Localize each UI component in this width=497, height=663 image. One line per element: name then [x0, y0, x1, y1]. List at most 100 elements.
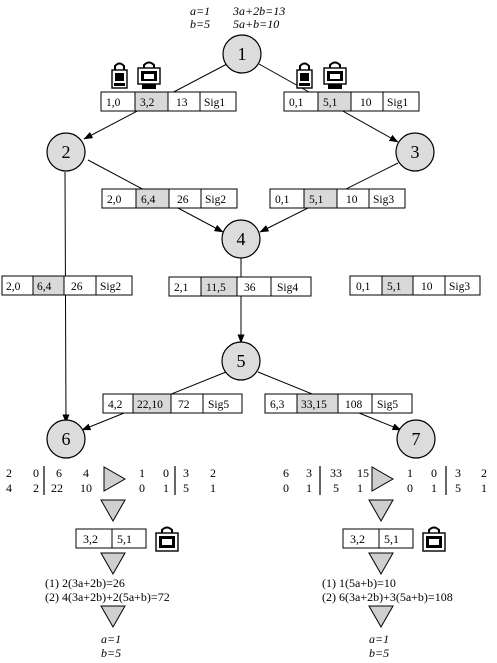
computer-lock-icon — [296, 62, 313, 89]
equation-line: (1) 2(3a+2b)=26 — [45, 576, 125, 590]
matrix-cell: 5 — [333, 481, 339, 495]
box-cell: 33,15 — [301, 399, 327, 411]
box-cell: 6,4 — [141, 194, 156, 206]
box-cell: Sig1 — [387, 97, 408, 109]
down-arrow-icon — [368, 499, 394, 523]
matrix-cell: 1 — [163, 481, 169, 495]
node-7-label: 7 — [412, 429, 421, 449]
box-cell: 4,2 — [108, 399, 123, 411]
matrix-cell: 0 — [139, 481, 145, 495]
node-1-label: 1 — [238, 44, 247, 64]
matrix-cell: 22 — [51, 481, 63, 495]
box-cell: Sig1 — [204, 97, 225, 109]
matrix-cell: 2 — [210, 466, 216, 480]
message-box-5-6: 4,2 22,10 72 Sig5 — [102, 393, 243, 414]
result-cell: 5,1 — [384, 532, 399, 546]
node-4: 4 — [221, 219, 261, 259]
computer-lock-icon — [137, 61, 161, 89]
box-cell: 108 — [345, 399, 363, 411]
box-cell: 36 — [244, 282, 256, 294]
matrix-cell: 2 — [6, 466, 12, 480]
matrix-cell: 33 — [330, 466, 342, 480]
final-a: a=1 — [369, 632, 389, 646]
box-cell: 6,3 — [270, 399, 285, 411]
node-5-label: 5 — [237, 351, 246, 371]
node-2-label: 2 — [62, 142, 71, 162]
box-cell: 2,0 — [107, 194, 122, 206]
message-box-1-2: 1,0 3,2 13 Sig1 — [100, 91, 237, 112]
box-cell: 1,0 — [106, 97, 121, 109]
box-cell: 2,0 — [6, 281, 21, 293]
matrix-cell: 5 — [183, 481, 189, 495]
message-box-5-7: 6,3 33,15 108 Sig5 — [264, 393, 413, 414]
matrix-cell: 3 — [183, 466, 189, 480]
right-matrix: 6 3 33 15 0 1 5 1 1 0 3 2 0 1 5 1 — [283, 466, 487, 495]
matrix-cell: 1 — [407, 466, 413, 480]
down-arrow-icon — [100, 605, 126, 629]
message-box-left: 2,0 6,4 26 Sig2 — [1, 275, 133, 296]
matrix-cell: 6 — [56, 466, 62, 480]
down-arrow-icon — [100, 552, 126, 576]
transform-arrow-icon — [371, 466, 395, 492]
result-cell: 3,2 — [83, 532, 98, 546]
matrix-cell: 3 — [455, 466, 461, 480]
equation-line: (2) 4(3a+2b)+2(5a+b)=72 — [45, 590, 170, 604]
equation-line: (2) 6(3a+2b)+3(5a+b)=108 — [322, 590, 453, 604]
box-cell: 3,2 — [140, 97, 155, 109]
box-cell: Sig2 — [100, 281, 121, 293]
box-cell: 5,1 — [309, 194, 324, 206]
result-cell: 5,1 — [117, 532, 132, 546]
header-b-value: b=5 — [190, 17, 210, 31]
matrix-cell: 6 — [283, 466, 289, 480]
left-solution-flow: 3,2 5,1 (1) 2(3a+2b)=26 (2) 4(3a+2b)+2(5… — [45, 499, 170, 660]
box-cell: 11,5 — [206, 282, 226, 294]
result-cell: 3,2 — [350, 532, 365, 546]
node-3-label: 3 — [411, 142, 420, 162]
matrix-cell: 2 — [33, 481, 39, 495]
node-1: 1 — [222, 34, 262, 74]
matrix-cell: 0 — [407, 481, 413, 495]
box-cell: 5,1 — [387, 281, 402, 293]
matrix-cell: 5 — [455, 481, 461, 495]
matrix-cell: 1 — [481, 481, 487, 495]
matrix-cell: 10 — [80, 481, 92, 495]
box-cell: 0,1 — [275, 194, 290, 206]
node-2: 2 — [46, 132, 86, 172]
box-cell: 26 — [71, 281, 83, 293]
right-solution-flow: 3,2 5,1 (1) 1(5a+b)=10 (2) 6(3a+2b)+3(5a… — [322, 499, 453, 660]
box-cell: 10 — [421, 281, 433, 293]
matrix-cell: 2 — [481, 466, 487, 480]
matrix-cell: 4 — [83, 466, 89, 480]
box-cell: 5,1 — [323, 97, 338, 109]
matrix-cell: 1 — [210, 481, 216, 495]
box-cell: 13 — [176, 97, 188, 109]
box-cell: Sig3 — [373, 194, 394, 206]
box-cell: Sig5 — [208, 399, 229, 411]
equation-line: (1) 1(5a+b)=10 — [322, 576, 396, 590]
matrix-cell: 1 — [306, 481, 312, 495]
computer-lock-icon — [155, 526, 179, 552]
nodes: 1 2 3 4 5 6 7 — [46, 34, 436, 459]
matrix-cell: 1 — [139, 466, 145, 480]
box-cell: 6,4 — [37, 281, 52, 293]
box-cell: Sig4 — [277, 282, 298, 294]
left-matrix: 2 0 6 4 4 2 22 10 1 0 3 2 0 1 5 1 — [6, 466, 216, 495]
computer-lock-icon — [422, 526, 446, 552]
box-cell: 0,1 — [289, 97, 304, 109]
box-cell: 22,10 — [137, 399, 163, 411]
message-box-1-3: 0,1 5,1 10 Sig1 — [283, 91, 420, 112]
matrix-cell: 4 — [6, 481, 12, 495]
message-box-right: 0,1 5,1 10 Sig3 — [349, 275, 481, 296]
matrix-cell: 3 — [306, 466, 312, 480]
box-cell: Sig3 — [449, 281, 470, 293]
header-a-value: a=1 — [190, 4, 210, 18]
node-4-label: 4 — [237, 229, 246, 249]
matrix-cell: 0 — [33, 466, 39, 480]
box-cell: 10 — [346, 194, 358, 206]
box-cell: 26 — [177, 194, 189, 206]
box-cell: 0,1 — [356, 281, 371, 293]
box-cell: 2,1 — [174, 282, 189, 294]
matrix-cell: 1 — [431, 481, 437, 495]
message-box-2-4: 2,0 6,4 26 Sig2 — [101, 188, 238, 209]
